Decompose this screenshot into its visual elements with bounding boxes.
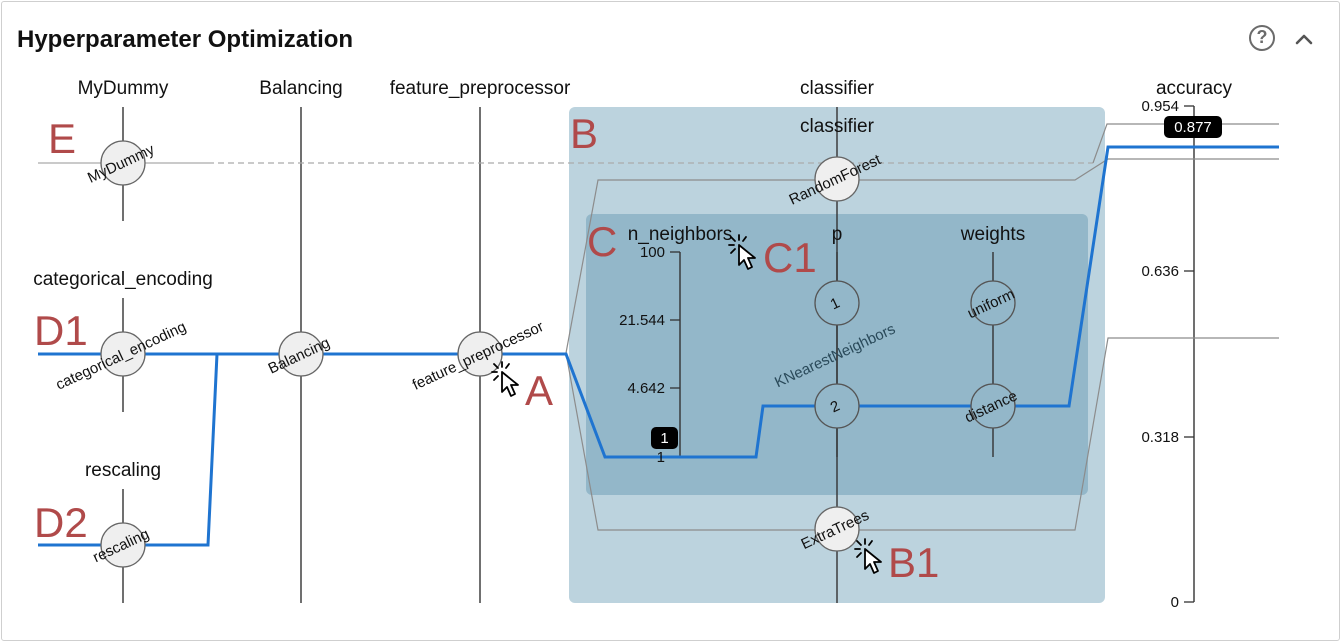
question-circle-icon[interactable]: ? (1249, 25, 1275, 51)
accuracy-tick-label: 0.636 (1141, 263, 1179, 280)
node-categorical-encoding (100, 331, 146, 377)
node-feature-preprocessor (457, 331, 503, 377)
node-extratrees (814, 506, 860, 552)
nodes[interactable] (100, 140, 860, 568)
node-p-2 (814, 383, 860, 429)
node-distance (970, 383, 1016, 429)
accuracy-tick-label: 0.954 (1141, 98, 1179, 115)
annotation-d1: D1 (34, 307, 88, 354)
node-uniform (970, 280, 1016, 326)
annotation-c1: C1 (763, 234, 817, 281)
n-neighbors-axis-title: n_neighbors (628, 224, 733, 245)
classifier-axis-title: classifier (800, 78, 875, 99)
svg-text:1: 1 (660, 430, 668, 447)
accuracy-ticks (1184, 105, 1194, 603)
classifier-inner-title: classifier (800, 116, 875, 137)
panel-title: Hyperparameter Optimization (17, 26, 354, 53)
n-neighbors-tick-label: 21.544 (619, 312, 665, 329)
balancing-axis-title: Balancing (259, 78, 342, 99)
weights-axis-title: weights (960, 224, 1025, 245)
node-p-1 (814, 280, 860, 326)
node-rescaling (100, 522, 146, 568)
annotation-b: B (570, 110, 598, 157)
accuracy-tick-label: 0.318 (1141, 429, 1179, 446)
n-neighbors-tick-label: 4.642 (627, 380, 665, 397)
click-cursor-icon (491, 361, 519, 397)
annotation-a: A (525, 367, 553, 414)
node-balancing (278, 331, 324, 377)
categorical-encoding-axis-title: categorical_encoding (33, 269, 213, 290)
node-randomforest (814, 156, 860, 202)
svg-text:0.877: 0.877 (1174, 119, 1212, 136)
node-mydummy (100, 140, 146, 186)
n-neighbors-tick-label: 100 (640, 244, 665, 261)
chevron-up-icon[interactable] (1292, 28, 1316, 52)
randomforest-config-line (565, 158, 1279, 354)
extratrees-config-line (565, 337, 1279, 531)
selected-config-line[interactable] (38, 145, 1279, 459)
knn-nodes[interactable] (814, 280, 1016, 429)
feature-preprocessor-axis-title: feature_preprocessor (390, 78, 571, 99)
annotation-b1: B1 (888, 539, 939, 586)
mydummy-axis-title: MyDummy (78, 78, 169, 99)
n-neighbors-tick-label: 1 (657, 449, 665, 466)
accuracy-value-badge: 0.877 (1164, 116, 1222, 138)
annotation-d2: D2 (34, 499, 88, 546)
n-neighbors-value-badge: 1 (651, 427, 678, 449)
accuracy-axis-title: accuracy (1156, 78, 1233, 99)
click-cursor-icon (854, 538, 882, 574)
click-cursor-icon (728, 234, 756, 270)
rescaling-selected-line[interactable] (38, 353, 219, 547)
annotation-c: C (587, 218, 617, 265)
accuracy-tick-label: 0 (1171, 594, 1179, 611)
rescaling-axis-title: rescaling (85, 460, 161, 481)
annotation-e: E (48, 115, 76, 162)
p-axis-title: p (832, 224, 843, 245)
